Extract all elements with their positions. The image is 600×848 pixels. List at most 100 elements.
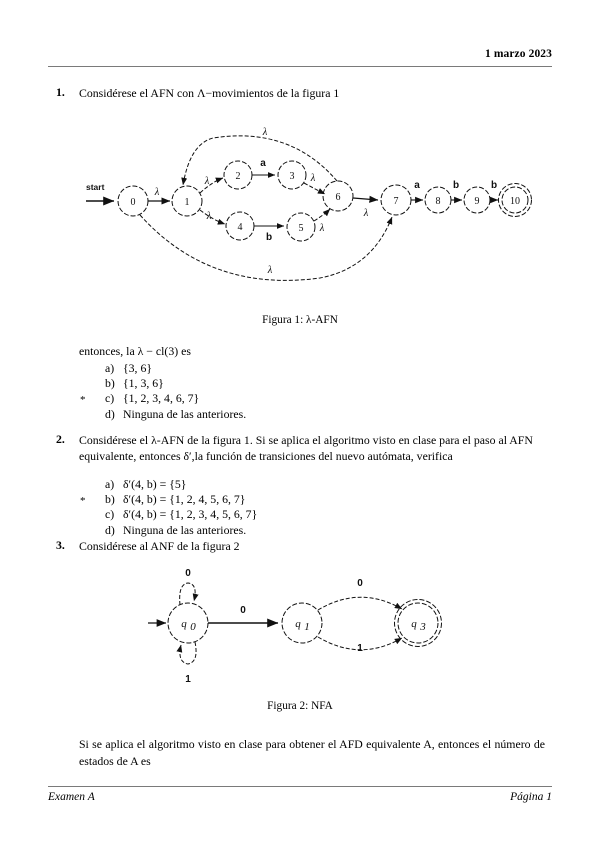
figure-2-state-q0-label: q <box>181 618 187 630</box>
question-1: 1. Considérese el AFN con Λ−movimientos … <box>48 85 552 101</box>
figure-2-edge-q0-q1-label: 0 <box>240 605 246 616</box>
figure-1-state-4-label: 4 <box>238 222 243 233</box>
figure-2-automaton: q 0 q 1 q 3 0 1 <box>0 552 600 692</box>
figure-1-edge-8-9: b <box>451 180 463 204</box>
option-1b-text: {1, 3, 6} <box>123 376 164 391</box>
header-rule <box>48 66 552 67</box>
question-1-options: a) {3, 6} b) {1, 3, 6} * c) {1, 2, 3, 4,… <box>48 361 552 422</box>
figure-1-state-7: 7 <box>380 184 412 216</box>
figure-1-edge-7-8-label: a <box>414 180 420 191</box>
option-1d[interactable]: d) Ninguna de las anteriores. <box>48 407 552 422</box>
figure-2-edge-q1-q3-bottom-label: 1 <box>357 643 363 654</box>
option-1b-letter: b) <box>105 376 115 391</box>
option-1c-star-marker: * <box>80 394 86 407</box>
figure-1-edge-8-9-label: b <box>453 180 459 191</box>
question-2-options: a) δ′(4, b) = {5} * b) δ′(4, b) = {1, 2,… <box>48 477 552 538</box>
figure-1-edge-4-5-label: b <box>266 232 272 243</box>
question-1-number: 1. <box>56 85 65 99</box>
figure-1-state-8-label: 8 <box>436 196 441 207</box>
figure-1-state-10-label: 10 <box>510 196 520 207</box>
figure-1-edge-1-4: λ <box>199 209 226 225</box>
figure-1-state-0: 0 <box>117 185 149 217</box>
figure-1-state-6-label: 6 <box>336 192 341 203</box>
lambda-capital: Λ <box>196 86 206 100</box>
figure-2-state-q3-label: q <box>411 618 417 630</box>
option-1c[interactable]: * c) {1, 2, 3, 4, 6, 7} <box>48 391 552 406</box>
question-2-text: Considérese el λ-AFN de la figura 1. Si … <box>79 432 552 465</box>
question-2-number: 2. <box>56 432 65 446</box>
option-2a[interactable]: a) δ′(4, b) = {5} <box>48 477 552 492</box>
figure-1-caption: Figura 1: λ-AFN <box>262 314 338 326</box>
figure-1-edge-6-1-label: λ <box>262 127 268 138</box>
figure-2-edge-q0-q1: 0 <box>208 605 279 628</box>
figure-1-state-7-label: 7 <box>394 196 399 207</box>
option-1d-letter: d) <box>105 406 115 421</box>
figure-1-automaton: start 0 1 2 3 4 <box>0 118 600 308</box>
option-1a[interactable]: a) {3, 6} <box>48 361 552 376</box>
option-2b-text: δ′(4, b) = {1, 2, 4, 5, 6, 7} <box>123 492 246 507</box>
question-1-text-b: −movimientos de la figura 1 <box>205 86 340 100</box>
option-1c-text: {1, 2, 3, 4, 6, 7} <box>123 391 200 406</box>
figure-2-edge-q1-q3-top: 0 <box>317 578 403 611</box>
question-2: 2. Considérese el λ-AFN de la figura 1. … <box>48 432 552 465</box>
option-1d-text: Ninguna de las anteriores. <box>123 406 247 421</box>
figure-1-state-10: 10 <box>498 183 532 217</box>
option-1b[interactable]: b) {1, 3, 6} <box>48 376 552 391</box>
figure-1-edge-6-7-label: λ <box>363 208 369 219</box>
figure-2-edge-q0-self-0-label: 0 <box>185 568 191 579</box>
figure-1-edge-6-1: λ <box>181 127 338 186</box>
figure-1-edge-4-5: b <box>254 223 285 243</box>
figure-1-state-3: 3 <box>277 160 307 190</box>
figure-1-edge-2-3-label: a <box>260 158 266 169</box>
figure-1-state-2: 2 <box>223 160 253 190</box>
option-2a-letter: a) <box>105 477 115 491</box>
footer-exam-label: Examen A <box>48 791 95 803</box>
figure-1-edge-5-6-label: λ <box>319 223 325 234</box>
figure-1-state-1: 1 <box>171 185 203 217</box>
figure-2-edge-q0-self-1-label: 1 <box>185 674 191 685</box>
option-2b-star-marker: * <box>80 495 86 508</box>
figure-1-edge-1-2: λ <box>199 176 224 194</box>
figure-1-edge-0-1: λ <box>148 187 171 205</box>
figure-2-state-q3: q 3 <box>394 599 442 647</box>
option-2c-text: δ′(4, b) = {1, 2, 3, 4, 5, 6, 7} <box>123 507 258 522</box>
figure-2-state-q3-sub: 3 <box>419 621 426 633</box>
figure-2-state-q1: q 1 <box>281 602 323 644</box>
option-1a-letter: a) <box>105 361 115 375</box>
option-2c[interactable]: c) δ′(4, b) = {1, 2, 3, 4, 5, 6, 7} <box>48 507 552 522</box>
figure-1-edge-1-2-label: λ <box>204 176 210 187</box>
option-2d[interactable]: d) Ninguna de las anteriores. <box>48 523 552 538</box>
figure-2-state-q0-sub: 0 <box>190 621 196 633</box>
figure-1-state-5: 5 <box>286 212 316 242</box>
figure-1-state-9-label: 9 <box>475 196 480 207</box>
question-3-number: 3. <box>56 538 65 552</box>
figure-2-state-q0: q 0 <box>167 602 209 644</box>
figure-1-state-6: 6 <box>322 180 354 212</box>
figure-1-edge-3-6: λ <box>303 173 326 195</box>
figure-1-edge-5-6: λ <box>313 208 331 234</box>
figure-2-edge-q1-q3-bottom: 1 <box>317 636 403 654</box>
figure-2-state-q1-sub: 1 <box>304 621 310 633</box>
option-2b-letter: b) <box>105 492 115 507</box>
figure-1-edge-9-10-label: b <box>491 180 497 191</box>
figure-2-state-q1-label: q <box>295 618 301 630</box>
page-footer: Examen A Página 1 <box>48 791 552 803</box>
figure-1-state-9: 9 <box>463 186 491 214</box>
question-1-stem: entonces, la λ − cl(3) es <box>79 344 191 358</box>
option-1c-letter: c) <box>105 391 115 406</box>
figure-1-state-8: 8 <box>424 186 452 214</box>
figure-1-edge-3-6-label: λ <box>310 173 316 184</box>
figure-1-edge-7-8: a <box>411 180 424 204</box>
question-3-text: Considérese al ANF de la figura 2 <box>79 539 240 553</box>
question-3: 3. Considérese al ANF de la figura 2 <box>48 538 552 554</box>
figure-2-edge-q1-q3-top-label: 0 <box>357 578 363 589</box>
figure-2-caption: Figura 2: NFA <box>267 700 333 712</box>
figure-1-state-4: 4 <box>225 211 255 241</box>
figure-1-state-5-label: 5 <box>299 223 304 234</box>
footer-page-label: Página 1 <box>510 791 552 803</box>
option-2a-text: δ′(4, b) = {5} <box>123 477 187 491</box>
figure-1-state-0-label: 0 <box>131 197 136 208</box>
option-2b[interactable]: * b) δ′(4, b) = {1, 2, 4, 5, 6, 7} <box>48 492 552 507</box>
figure-1-state-1-label: 1 <box>185 197 190 208</box>
